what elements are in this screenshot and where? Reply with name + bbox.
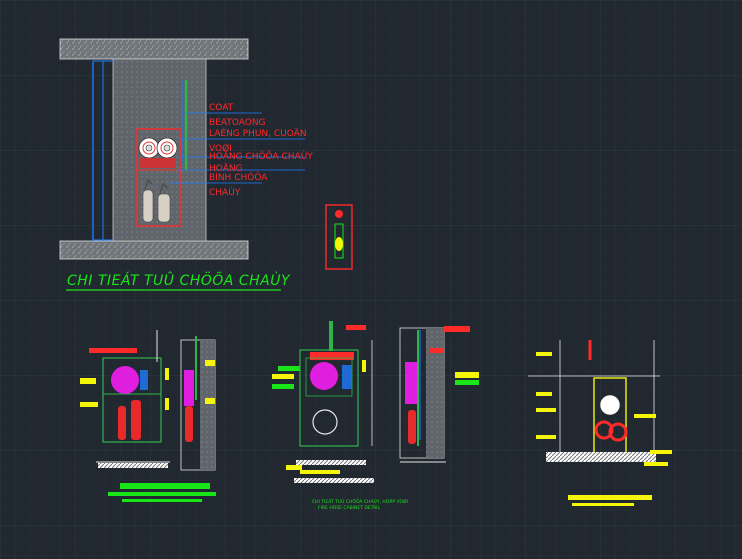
valve-block [140, 158, 176, 168]
fire-extinguisher-left [142, 179, 154, 223]
cabinet-frame [136, 128, 181, 227]
top-slab [59, 38, 249, 60]
fire-extinguisher-right [157, 183, 171, 223]
label-coat: COAT [209, 103, 234, 113]
label-hong-chua-chay: HOÄNG CHÖÕA CHAÙY [209, 150, 313, 162]
side-section-view-2[interactable] [399, 326, 479, 463]
label-lang-phun: LAÉNG PHUN, CUOÄN [209, 127, 307, 139]
hose-reel-right [156, 137, 178, 159]
label-hong: HOÄNG [209, 163, 243, 174]
label-leaders [170, 112, 305, 184]
main-cabinet-detail[interactable]: COAT BEATOAONG LAÉNG PHUN, CUOÄN VOØI HO… [59, 38, 313, 291]
label-binh-chua: BÌNH CHÖÕA [209, 171, 268, 183]
front-elevation-view-1[interactable] [80, 330, 216, 502]
label-chay: CHAÙY [209, 186, 241, 198]
detail-view-3[interactable] [528, 340, 672, 506]
label-beatoaong: BEATOAONG [209, 118, 266, 128]
view2-caption-line-1: CHI TIEÁT TUÛ CHÖÕA CHAÙY, HOÄP VOØI [312, 498, 408, 505]
bottom-slab [59, 240, 249, 260]
label-voi: VOØI [209, 143, 232, 154]
view2-caption-line-2: FIRE HOSE CABINET DETAIL [318, 505, 381, 511]
cabinet-symbol[interactable] [325, 204, 353, 270]
side-section-view-1[interactable] [180, 336, 216, 471]
front-elevation-view-2[interactable]: CHI TIEÁT TUÛ CHÖÕA CHAÙY, HOÄP VOØI FIR… [272, 321, 408, 511]
hose-reel-left [138, 137, 160, 159]
drawing-title: CHI TIEÁT TUÛ CHÖÕA CHAÙY [67, 271, 291, 289]
